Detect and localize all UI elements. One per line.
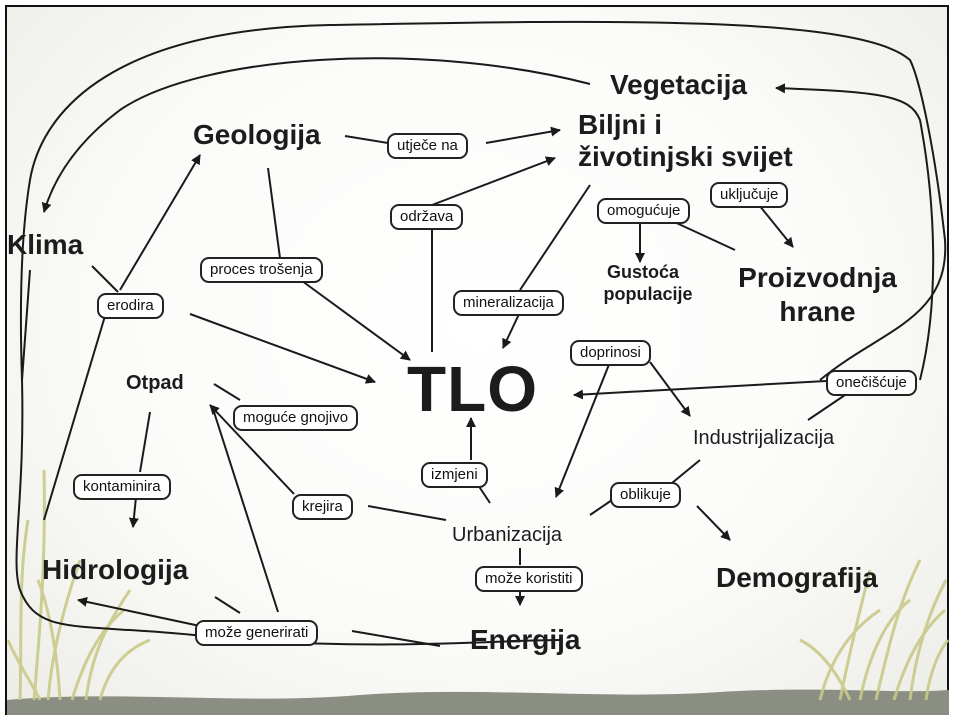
node-biljni-line1: Biljni i (578, 109, 662, 140)
label-kontaminira: kontaminira (73, 474, 171, 500)
label-moze-generirati: može generirati (195, 620, 319, 646)
ground-decoration (6, 469, 950, 715)
label-omogucuje: omogućuje (597, 198, 691, 224)
node-tlo: TLO (407, 353, 538, 425)
node-industrijalizacija: Industrijalizacija (693, 427, 835, 449)
label-doprinosi: doprinosi (570, 340, 651, 366)
slide-frame (5, 5, 949, 715)
connectors (15, 20, 947, 647)
node-proizvodnja-line1: Proizvodnja (738, 262, 897, 293)
node-vegetacija: Vegetacija (610, 69, 747, 100)
node-energija: Energija (470, 624, 581, 655)
label-erodira: erodira (97, 293, 164, 319)
node-urbanizacija: Urbanizacija (452, 524, 563, 546)
node-klima: Klima (7, 229, 84, 260)
node-biljni-line2: životinjski svijet (578, 141, 793, 172)
label-ukljucuje: uključuje (710, 182, 789, 208)
node-gustoca-line2: populacije (603, 284, 693, 304)
node-gustoca-line1: Gustoća (606, 262, 680, 282)
node-geologija: Geologija (193, 119, 321, 150)
label-moguce-gnojivo: moguće gnojivo (233, 405, 359, 431)
label-izmjeni: izmjeni (421, 462, 488, 488)
label-proces-trosenja: proces trošenja (200, 257, 323, 283)
node-demografija: Demografija (716, 562, 878, 593)
label-moze-koristiti: može koristiti (475, 566, 583, 592)
node-proizvodnja-line2: hrane (779, 296, 856, 327)
label-odrzava: održava (390, 204, 464, 230)
node-otpad: Otpad (126, 372, 184, 394)
label-krejira: krejira (292, 494, 353, 520)
label-utjece-na: utječe na (387, 133, 468, 159)
label-oblikuje: oblikuje (610, 482, 681, 508)
node-hidrologija: Hidrologija (42, 554, 189, 585)
label-oneciscuje: onečišćuje (826, 370, 917, 396)
label-mineralizacija: mineralizacija (453, 290, 564, 316)
